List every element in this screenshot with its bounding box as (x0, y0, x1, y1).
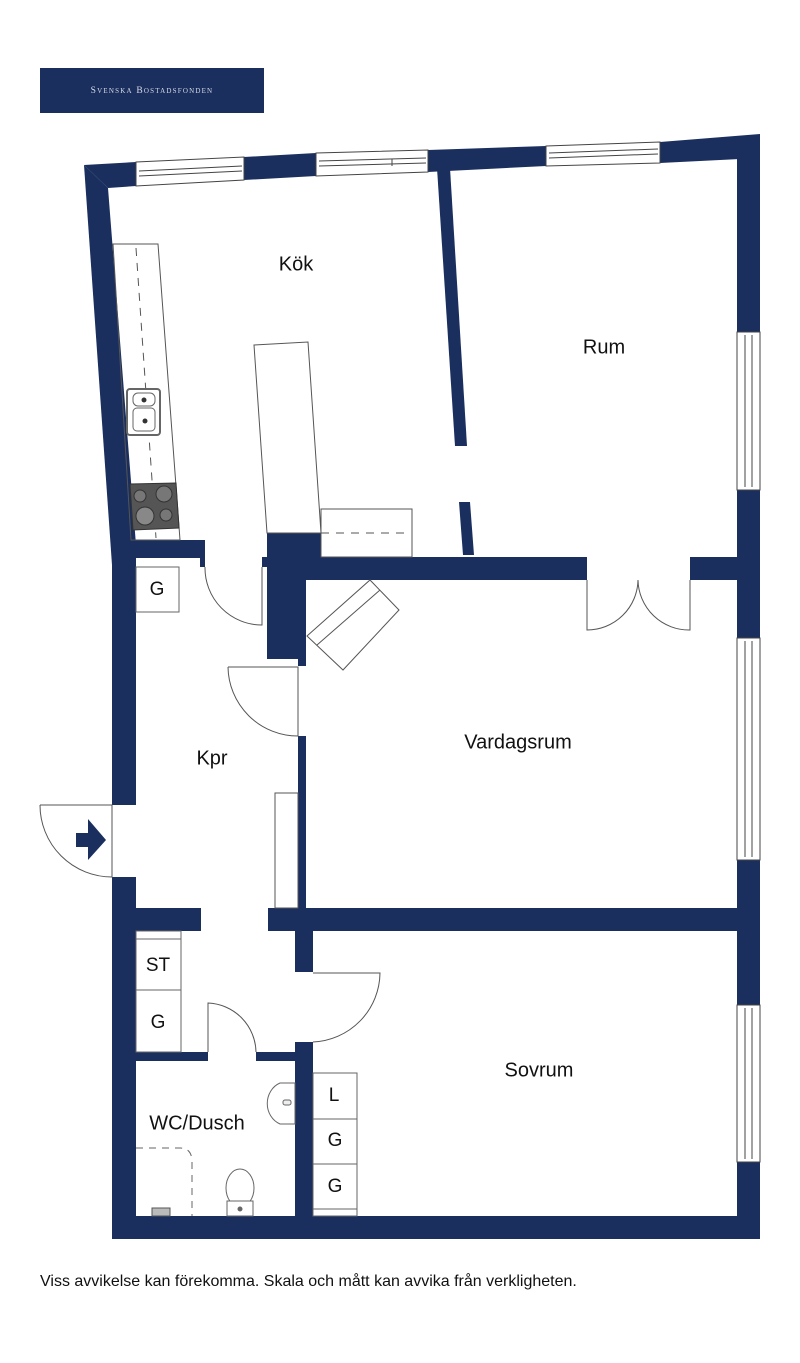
wall-left-hall-upper (112, 545, 136, 805)
wall-kitchen-rum-lower (459, 502, 474, 555)
wall-mid-horizontal-right (690, 557, 760, 580)
storage-label-st: ST (145, 955, 171, 976)
wall-left-kitchen (84, 165, 136, 565)
wall-vardagsrum-sovrum (268, 908, 760, 931)
brand-banner: Svenska Bostadsfonden (40, 68, 264, 113)
door-rum-left (586, 579, 639, 631)
wall-top-mid2 (428, 146, 546, 172)
room-label-vardagsrum: Vardagsrum (464, 731, 572, 754)
storage-cabinets (135, 566, 358, 1217)
sink-icon (126, 388, 161, 436)
door-sovrum (312, 972, 381, 1043)
door-kitchen (204, 566, 263, 626)
wall-right-3 (737, 860, 760, 1005)
door-vardagsrum (227, 666, 299, 737)
wall-top-mid1 (244, 153, 316, 180)
doors (39, 566, 691, 1053)
sofa-outline (306, 579, 400, 671)
wall-hall-stub-left (112, 908, 201, 931)
hall-shelf (274, 792, 299, 909)
room-label-kpr: Kpr (196, 747, 228, 770)
room-label-sovrum: Sovrum (504, 1059, 574, 1082)
door-rum-right (637, 579, 691, 631)
wall-mid-horizontal (267, 557, 587, 580)
kitchen-counter (112, 243, 181, 541)
room-label-rum: Rum (582, 336, 626, 359)
room-label-wc: WC/Dusch (149, 1112, 245, 1135)
washbasin-icon (266, 1082, 296, 1125)
door-wc (207, 1002, 257, 1053)
storage-label-g-hall: G (149, 579, 165, 600)
door-entrance (39, 804, 113, 878)
wall-top-right (660, 134, 760, 163)
storage-label-l: L (328, 1085, 340, 1106)
windows (135, 141, 761, 1163)
disclaimer-text: Viss avvikelse kan förekomma. Skala och … (40, 1273, 577, 1290)
walls (84, 134, 760, 1239)
wall-top-left-corner (84, 162, 136, 188)
wall-bottom (112, 1216, 760, 1239)
wall-right-1 (737, 148, 760, 332)
wall-wc-top-right (256, 1052, 304, 1061)
wall-wc-top-left (112, 1052, 208, 1061)
brand-name: Svenska Bostadsfonden (90, 85, 214, 96)
wall-kitchen-bottom-left (112, 540, 200, 558)
storage-label-g-hall-lower: G (150, 1012, 166, 1033)
wall-sovrum-upper (295, 908, 313, 972)
wall-hall-vardagsrum (298, 736, 306, 908)
stove-icon (129, 482, 180, 531)
shower-mixer-icon (151, 1207, 171, 1217)
entrance-arrow-icon (76, 819, 106, 860)
storage-label-g-sovrum-1: G (327, 1130, 343, 1151)
toilet-icon (225, 1168, 255, 1217)
wall-kitchen-rum-upper (437, 168, 467, 446)
wc-fixtures (136, 1082, 296, 1217)
storage-label-g-sovrum-2: G (327, 1176, 343, 1197)
room-label-kok: Kök (278, 253, 314, 276)
kitchen-island (253, 341, 322, 534)
wall-sovrum-lower (295, 1042, 313, 1239)
